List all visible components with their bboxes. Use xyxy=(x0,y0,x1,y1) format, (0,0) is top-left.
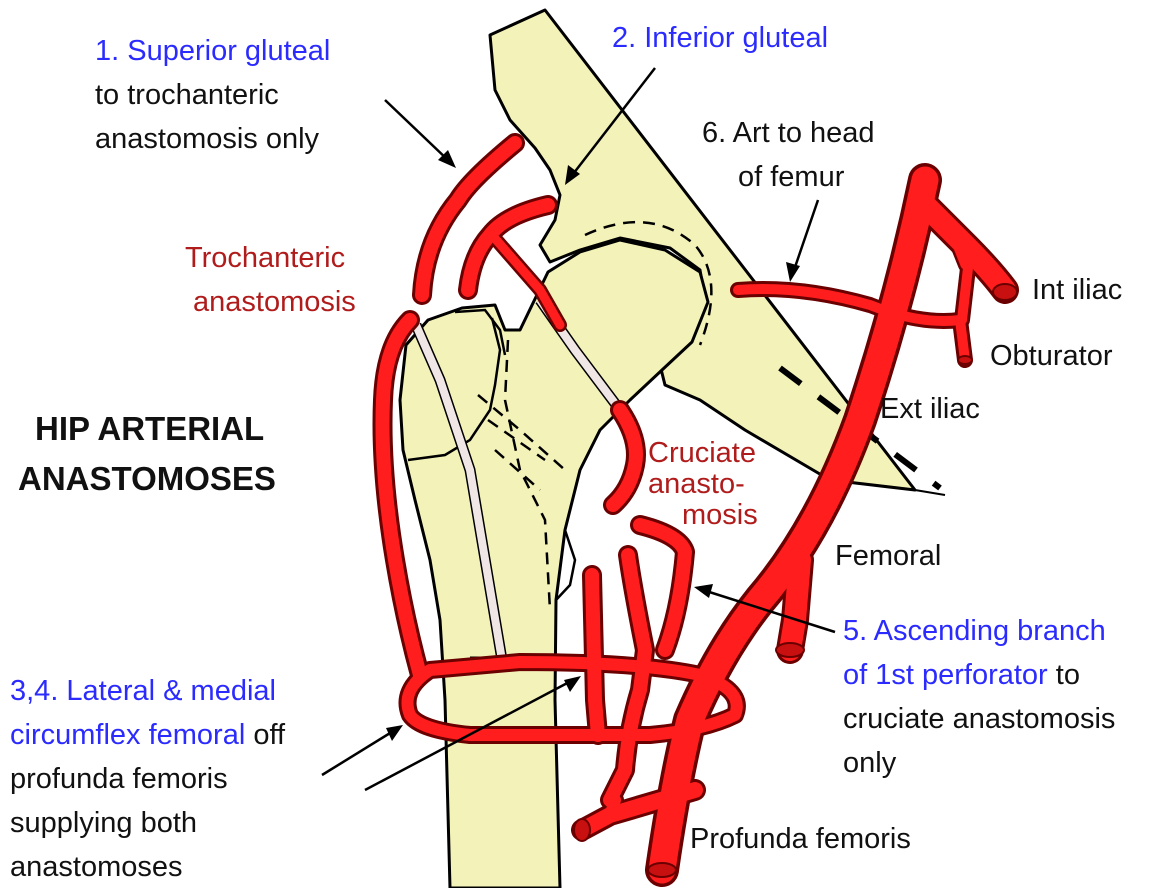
label-cruciate-3: mosis xyxy=(682,499,758,531)
label-cruciate-2: anastо- xyxy=(648,468,745,500)
arrow-superior-gluteal xyxy=(385,100,456,168)
label-circumflex-5: anastomoses xyxy=(10,851,183,883)
label-profunda: Profunda femoris xyxy=(690,823,911,855)
title-line-2: ANASTOMOSES xyxy=(18,460,276,497)
label-int-iliac: Int iliac xyxy=(1032,274,1122,306)
label-art-head-femur-1: 6. Art to head xyxy=(702,117,875,149)
label-ext-iliac: Ext iliac xyxy=(880,393,980,425)
arrow-art-head-femur xyxy=(786,200,818,282)
label-ascending-1: 5. Ascending branch xyxy=(843,615,1106,647)
label-circumflex-4: supplying both xyxy=(10,807,197,839)
label-trochanteric-1: Trochanteric xyxy=(185,242,345,274)
label-cruciate-1: Cruciate xyxy=(648,437,756,469)
label-art-head-femur-2: of femur xyxy=(738,161,845,193)
label-circumflex-2: circumflex femoral off xyxy=(10,719,286,751)
label-circumflex-1: 3,4. Lateral & medial xyxy=(10,675,276,707)
label-superior-gluteal-2: to trochanteric xyxy=(95,79,279,111)
label-ascending-4: only xyxy=(843,747,897,779)
label-ascending-3: cruciate anastomosis xyxy=(843,703,1115,735)
title-line-1: HIP ARTERIAL xyxy=(35,410,264,447)
label-ascending-2: of 1st perforator to xyxy=(843,659,1080,691)
label-inferior-gluteal: 2. Inferior gluteal xyxy=(612,22,828,54)
label-superior-gluteal-1: 1. Superior gluteal xyxy=(95,35,330,67)
arrow-circumflex-1 xyxy=(322,725,403,775)
label-obturator: Obturator xyxy=(990,340,1113,372)
label-femoral: Femoral xyxy=(835,540,941,572)
label-circumflex-3: profunda femoris xyxy=(10,763,228,795)
label-superior-gluteal-3: anastomosis only xyxy=(95,123,320,155)
label-trochanteric-2: anastomosis xyxy=(193,286,356,318)
